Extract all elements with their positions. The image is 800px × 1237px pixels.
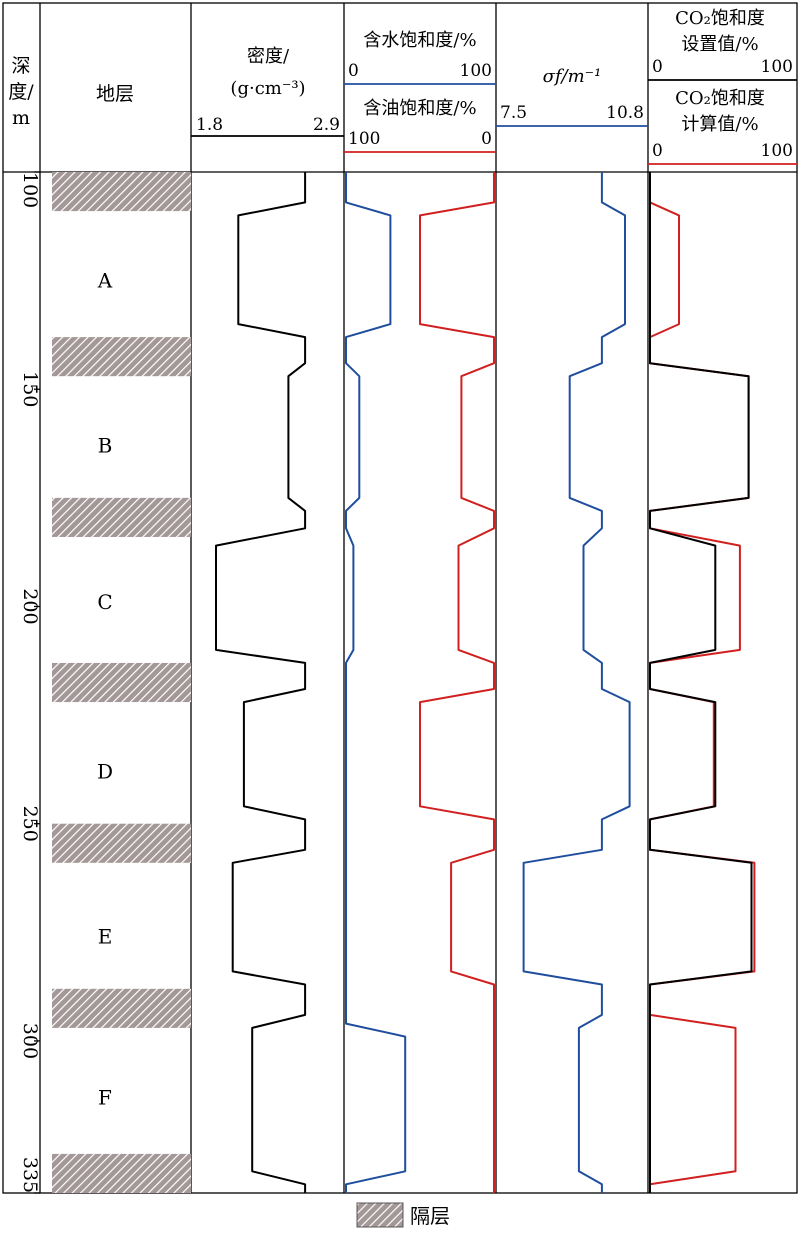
chart-frame (2, 2, 798, 1194)
density-label-1: 密度/ (247, 46, 290, 67)
oil-sat-label: 含油饱和度/% (363, 98, 476, 119)
oil-sat-max: 0 (481, 129, 492, 149)
water-sat-max: 100 (460, 61, 492, 81)
sigma-label: σf/m⁻¹ (543, 66, 602, 87)
sigma-curve (522, 172, 631, 1193)
co2-calc-label-2: 计算值/% (681, 114, 758, 135)
sigma-max-label: 10.8 (606, 103, 644, 123)
layer-labels: A B C D E F (97, 269, 113, 1110)
barrier-layer-7 (52, 1153, 191, 1193)
layer-label-A: A (97, 269, 113, 293)
depth-tick-label-250: 250 (19, 806, 41, 842)
barrier-layer-3 (52, 497, 191, 537)
oil-sat-min: 100 (348, 129, 380, 149)
depth-tick-label-300: 300 (19, 1023, 41, 1059)
co2-calc-min: 0 (652, 141, 663, 161)
density-label-2: (g·cm⁻³) (230, 78, 305, 99)
co2-set-label-2: 设置值/% (681, 34, 758, 55)
layer-label-D: D (97, 760, 113, 784)
layer-label-C: C (97, 590, 112, 614)
formation-header: 地层 (96, 83, 134, 105)
legend-swatch (356, 1202, 404, 1228)
co2-set-label-1: CO₂饱和度 (675, 8, 765, 29)
density-min-label: 1.8 (196, 115, 223, 135)
depth-header-1: 深 (11, 55, 30, 77)
density-curve (215, 172, 307, 1193)
water-sat-label: 含水饱和度/% (363, 30, 476, 51)
co2-set-min: 0 (652, 57, 663, 77)
density-max-label: 2.9 (313, 115, 340, 135)
depth-tick-label-335: 335 (19, 1157, 41, 1193)
barrier-layers (52, 172, 191, 1193)
barrier-layer-2 (52, 337, 191, 377)
barrier-layer-4 (52, 662, 191, 703)
co2-set-max: 100 (761, 57, 793, 77)
legend-label: 隔层 (410, 1204, 450, 1228)
co2-set-curve (649, 172, 753, 1193)
co2-calc-max: 100 (761, 141, 793, 161)
depth-tick-label-200: 200 (19, 588, 41, 624)
co2-calculated-curve (649, 172, 756, 1193)
depth-tick-label-100: 100 (19, 172, 41, 208)
sigma-min-label: 7.5 (500, 103, 527, 123)
barrier-layer-6 (52, 988, 191, 1028)
barrier-layer-5 (52, 823, 191, 863)
depth-axis: 100 150 200 250 300 335 (19, 171, 41, 1194)
layer-label-B: B (98, 434, 113, 458)
depth-tick-label-150: 150 (19, 371, 41, 407)
depth-header-2: 度/ (8, 81, 34, 103)
water-sat-min: 0 (348, 61, 359, 81)
water-saturation-curve (345, 172, 407, 1193)
oil-saturation-curve (419, 172, 495, 1193)
barrier-layer-1 (52, 172, 191, 212)
depth-header-3: m (12, 107, 30, 129)
log-curves (215, 172, 756, 1193)
co2-calc-label-1: CO₂饱和度 (675, 88, 765, 109)
layer-label-F: F (98, 1085, 112, 1109)
layer-label-E: E (98, 925, 113, 949)
